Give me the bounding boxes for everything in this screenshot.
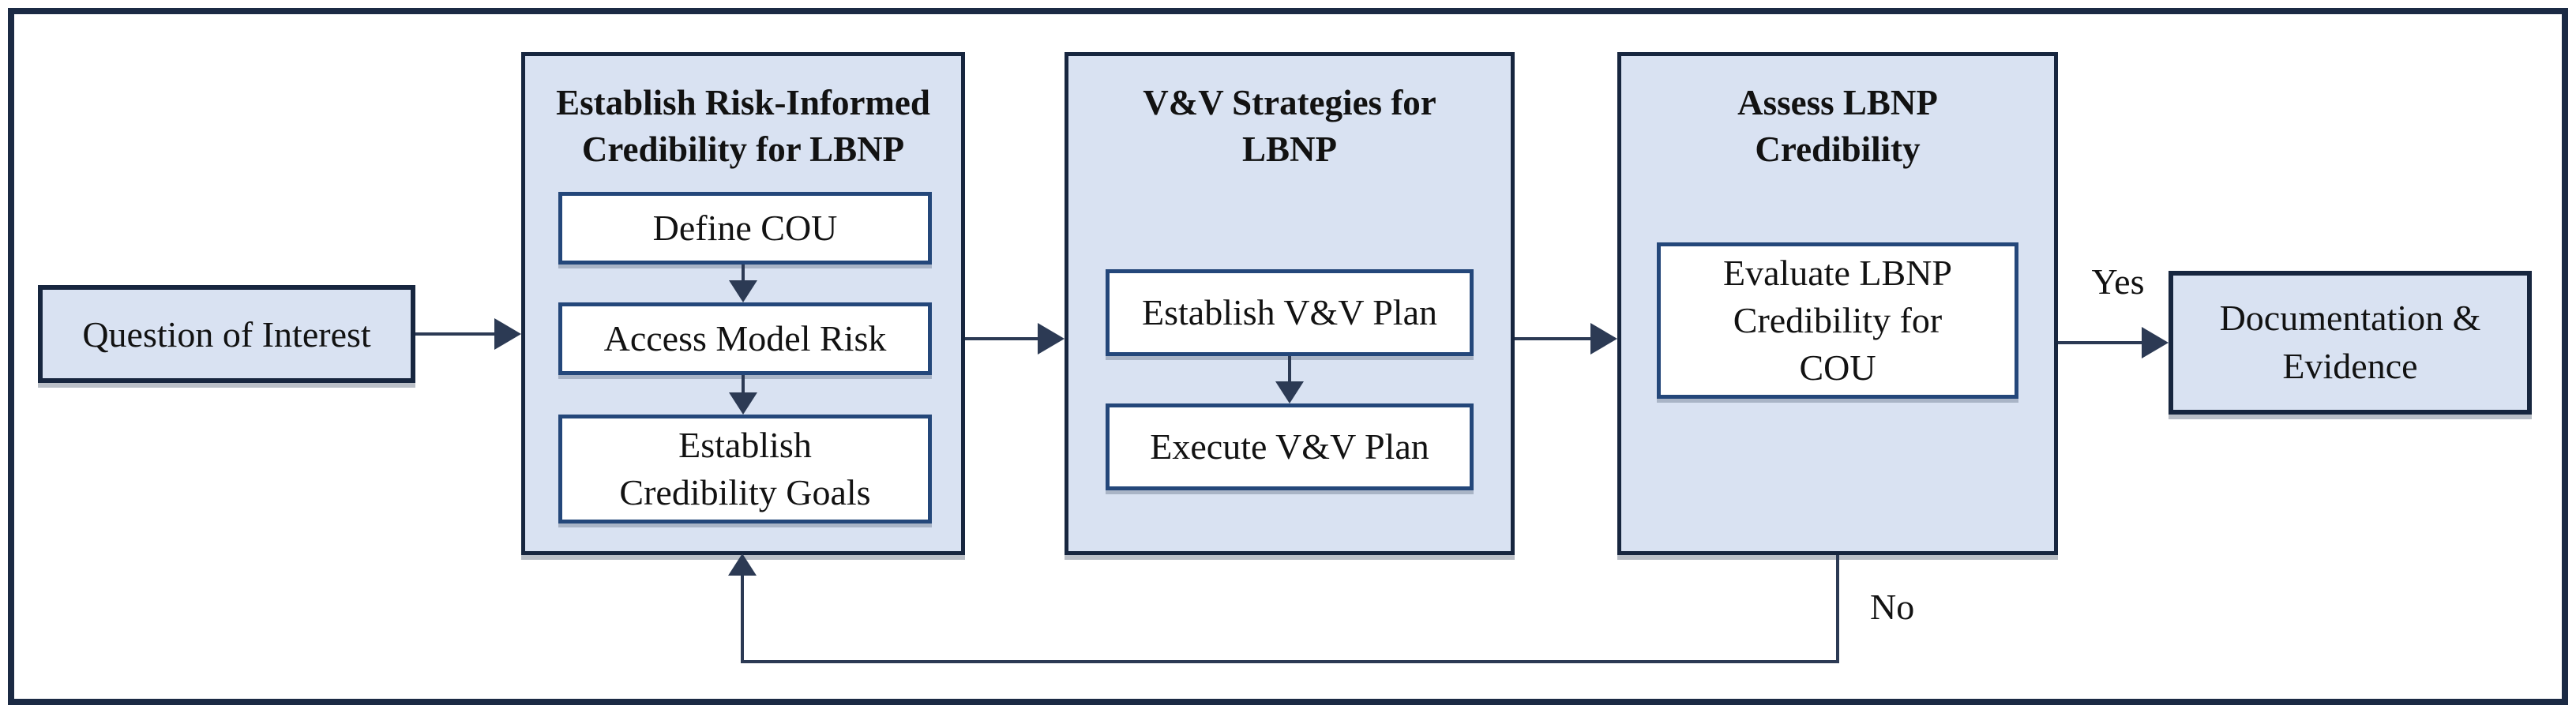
arrow-stage1-to-stage2-line (965, 337, 1038, 340)
step-establish-credibility-goals: Establish Credibility Goals (558, 415, 932, 523)
step-define-cou: Define COU (558, 192, 932, 265)
arrow-yes-to-documentation-head (2142, 327, 2169, 358)
stage3-title-line2: Credibility (1755, 129, 1921, 170)
stage2-title: V&V Strategies for LBNP (1068, 80, 1511, 174)
arrow-define-cou-to-access-model-risk-head (729, 280, 757, 302)
step-evaluate-lbnp-credibility: Evaluate LBNP Credibility for COU (1657, 242, 2018, 399)
step-establish-credibility-goals-line1: Establish (678, 425, 812, 466)
stage2-title-line1: V&V Strategies for (1143, 83, 1436, 122)
stage-establish-risk-informed-credibility-panel: Establish Risk-Informed Credibility for … (521, 52, 965, 555)
arrow-yes-to-documentation-line (2058, 341, 2142, 344)
documentation-evidence-box: Documentation & Evidence (2169, 271, 2532, 415)
stage1-title-line2: Credibility for LBNP (581, 129, 905, 170)
yes-branch-label: Yes (2091, 261, 2145, 302)
no-loop-arrow-head (728, 554, 757, 576)
diagram-border (8, 8, 2568, 705)
arrow-question-to-stage1-head (494, 318, 521, 350)
stage1-title-line1: Establish Risk-Informed (556, 83, 930, 122)
stage-vv-strategies-panel: V&V Strategies for LBNP Establish V&V Pl… (1065, 52, 1515, 555)
step-evaluate-lbnp-credibility-line3: COU (1799, 347, 1876, 388)
step-execute-vv-plan: Execute V&V Plan (1106, 403, 1474, 490)
arrow-access-model-risk-to-credibility-goals-line (742, 375, 745, 392)
arrow-establish-vv-plan-to-execute-vv-plan-line (1288, 356, 1291, 383)
arrow-question-to-stage1-line (415, 332, 494, 336)
no-loop-drop-line (1836, 555, 1839, 663)
step-establish-vv-plan: Establish V&V Plan (1106, 269, 1474, 356)
question-of-interest-box: Question of Interest (38, 285, 415, 383)
stage1-title: Establish Risk-Informed Credibility for … (525, 80, 961, 174)
arrow-define-cou-to-access-model-risk-line (742, 265, 745, 282)
step-evaluate-lbnp-credibility-line1: Evaluate LBNP (1723, 253, 1952, 294)
question-of-interest-label: Question of Interest (82, 313, 371, 355)
no-loop-horizontal-line (741, 660, 1839, 663)
arrow-stage1-to-stage2-head (1038, 323, 1065, 355)
stage2-title-line2: LBNP (1241, 129, 1337, 170)
no-loop-rise-line (741, 576, 744, 660)
documentation-evidence-line2: Evidence (2282, 346, 2418, 386)
step-establish-credibility-goals-line2: Credibility Goals (619, 472, 871, 512)
arrow-establish-vv-plan-to-execute-vv-plan-head (1275, 381, 1304, 403)
stage3-title: Assess LBNP Credibility (1621, 80, 2054, 174)
step-evaluate-lbnp-credibility-line2: Credibility for (1733, 300, 1943, 341)
arrow-access-model-risk-to-credibility-goals-head (729, 392, 757, 415)
arrow-stage2-to-stage3-head (1590, 323, 1617, 355)
stage3-title-line1: Assess LBNP (1737, 83, 1938, 122)
arrow-stage2-to-stage3-line (1515, 337, 1590, 340)
step-access-model-risk: Access Model Risk (558, 302, 932, 375)
no-branch-label: No (1870, 587, 1915, 627)
documentation-evidence-line1: Documentation & (2219, 298, 2481, 339)
stage-assess-lbnp-credibility-panel: Assess LBNP Credibility Evaluate LBNP Cr… (1617, 52, 2058, 555)
